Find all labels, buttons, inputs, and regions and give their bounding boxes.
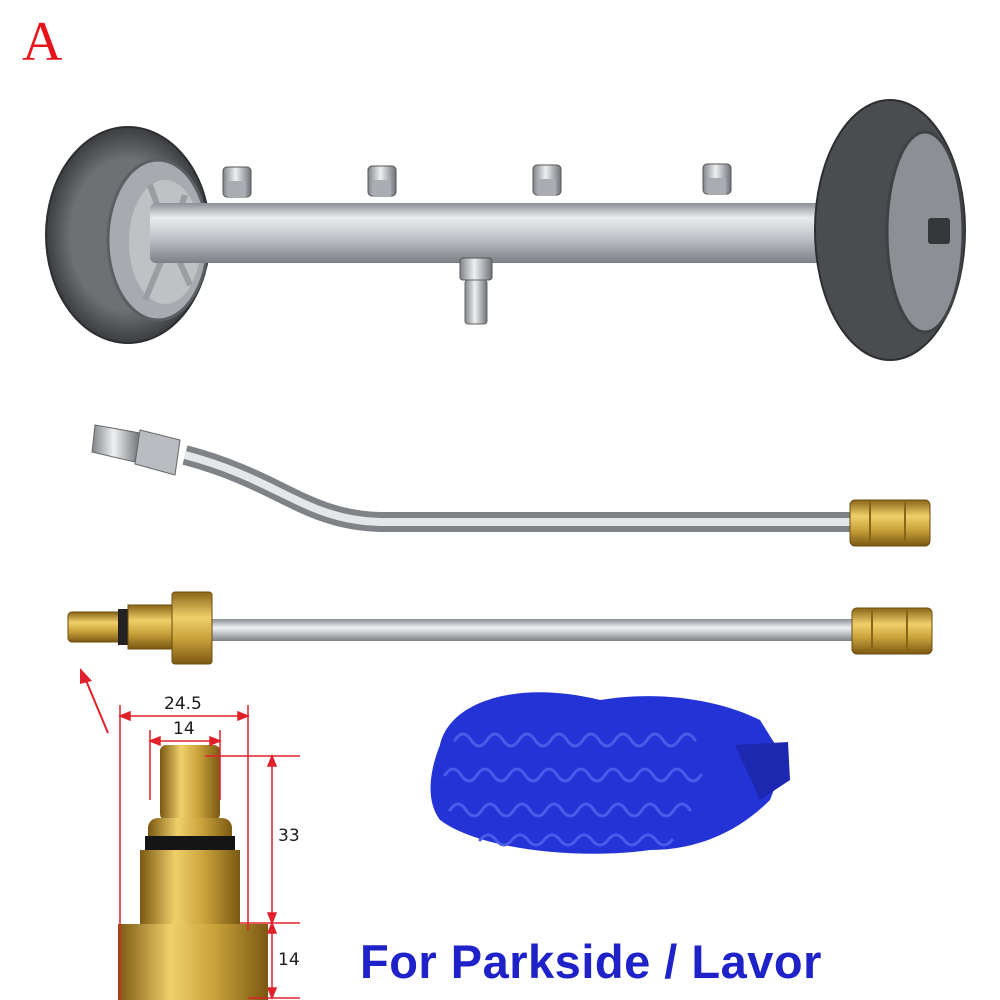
compatibility-caption: For Parkside / Lavor	[360, 935, 822, 988]
quick-connect-plug	[459, 257, 493, 325]
arrow-pointer-icon	[80, 668, 109, 734]
spray-bar-tube	[150, 203, 845, 263]
right-wheel	[814, 99, 966, 361]
dimension-width-outer: 24.5	[164, 694, 202, 714]
dimension-height-lower: 14	[278, 950, 300, 970]
adapter-closeup	[118, 745, 268, 1000]
straight-extension-wand	[67, 591, 933, 665]
undercarriage-cleaner	[45, 99, 966, 361]
dimension-lines	[117, 705, 300, 1000]
dimension-width-inner: 14	[173, 719, 195, 739]
bent-extension-wand	[91, 424, 931, 547]
dimension-height-upper: 33	[278, 826, 300, 846]
microfiber-wash-mitt-icon	[430, 692, 790, 854]
variant-label: A	[22, 11, 63, 73]
spray-nozzles	[222, 163, 732, 198]
